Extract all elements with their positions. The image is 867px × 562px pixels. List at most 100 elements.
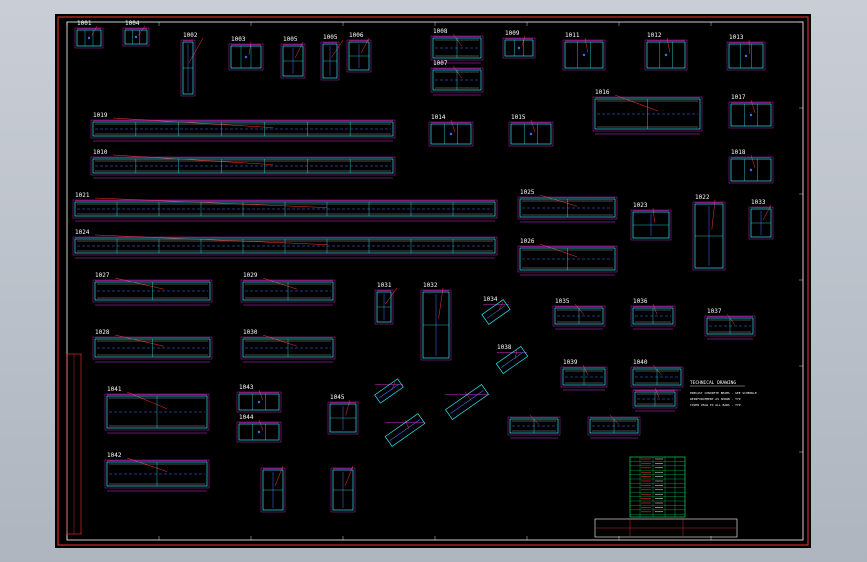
part-label: 1028: [95, 329, 110, 336]
member-dim-box: [240, 279, 336, 303]
part-36[interactable]: 1037: [704, 308, 756, 340]
rebar-dot: [744, 54, 748, 58]
part-18[interactable]: 1019: [90, 112, 396, 142]
part-label: 1018: [731, 149, 746, 156]
part-0[interactable]: 1001: [74, 20, 104, 49]
leader-line: [114, 334, 165, 347]
part-30[interactable]: 1030: [240, 329, 336, 363]
part-44[interactable]: 1045: [327, 394, 359, 435]
part-15[interactable]: 1016: [592, 89, 703, 135]
part-label: 1001: [77, 20, 92, 27]
part-28[interactable]: 1028: [92, 329, 213, 363]
note-line-1: PRECAST CONCRETE BEAMS - SEE SCHEDULE: [690, 391, 757, 395]
part-49[interactable]: [587, 414, 641, 439]
notes-block: TECHNICAL DRAWING PRECAST CONCRETE BEAMS…: [690, 380, 757, 407]
part-6[interactable]: 1006: [346, 32, 372, 73]
member-dim-box: [104, 459, 210, 489]
part-27[interactable]: 1027: [92, 272, 213, 306]
member-outline: [728, 43, 764, 69]
member-dim-box: [630, 366, 684, 388]
member-dim-box: [180, 39, 196, 97]
part-label: 1022: [695, 194, 710, 201]
rebar-dot: [87, 36, 91, 40]
leader-line: [94, 234, 328, 245]
part-5[interactable]: 1005: [320, 34, 344, 81]
part-52[interactable]: [330, 465, 356, 513]
part-19[interactable]: 1010: [90, 149, 396, 179]
member-dim-box: [122, 27, 150, 47]
rebar-dot: [449, 132, 453, 136]
leader-line: [262, 334, 298, 347]
part-34[interactable]: 1035: [552, 298, 606, 330]
leader-line: [126, 457, 168, 472]
part-9[interactable]: 1009: [502, 30, 536, 59]
member-dim-box: [346, 39, 372, 73]
part-20[interactable]: 1021: [72, 192, 498, 222]
member-dim-box: [592, 96, 703, 132]
part-26[interactable]: 1033: [748, 199, 774, 240]
part-41[interactable]: 1042: [104, 452, 210, 492]
part-31[interactable]: 1031: [374, 282, 398, 325]
part-label: 1025: [520, 189, 535, 196]
member-dim-box: [90, 119, 396, 139]
part-42[interactable]: 1043: [236, 384, 282, 413]
part-label: 1014: [431, 114, 446, 121]
part-14[interactable]: 1015: [508, 114, 554, 147]
part-21[interactable]: 1024: [72, 229, 498, 259]
part-43[interactable]: 1044: [236, 414, 282, 443]
member-dim-box: [74, 27, 104, 49]
member-dim-box: [236, 391, 282, 413]
part-50[interactable]: [632, 387, 678, 412]
leader-line: [521, 35, 526, 47]
part-40[interactable]: 1041: [104, 386, 210, 434]
diag-member: [384, 413, 426, 447]
part-2[interactable]: 1002: [180, 32, 204, 97]
part-35[interactable]: 1036: [630, 298, 676, 330]
part-13[interactable]: 1014: [428, 114, 474, 147]
part-29[interactable]: 1029: [240, 272, 336, 306]
member-dim-box: [374, 289, 394, 325]
part-23[interactable]: 1026: [517, 238, 618, 276]
part-39[interactable]: 1040: [630, 359, 684, 391]
member-outline: [76, 29, 102, 47]
part-label: 1005: [323, 34, 338, 41]
member-outline: [430, 123, 472, 145]
member-outline: [510, 123, 552, 145]
part-45[interactable]: [374, 378, 404, 404]
part-12[interactable]: 1013: [726, 34, 766, 71]
part-47[interactable]: [445, 383, 489, 421]
member-dim-box: [562, 39, 606, 71]
member-dim-box: [228, 43, 264, 71]
part-label: 1003: [231, 36, 246, 43]
member-outline: [230, 45, 262, 69]
part-1[interactable]: 1004: [122, 20, 150, 47]
part-37[interactable]: 1038: [495, 344, 529, 375]
part-25[interactable]: 1022: [692, 194, 726, 271]
part-24[interactable]: 1023: [630, 202, 672, 241]
part-48[interactable]: [507, 414, 561, 439]
part-38[interactable]: 1039: [560, 359, 608, 391]
member-outline: [504, 39, 534, 57]
part-3[interactable]: 1003: [228, 36, 264, 71]
member-dim-box: [92, 279, 213, 303]
part-7[interactable]: 1008: [430, 28, 484, 64]
part-22[interactable]: 1025: [517, 189, 618, 223]
part-8[interactable]: 1007: [430, 60, 484, 96]
part-11[interactable]: 1012: [644, 32, 688, 71]
part-33[interactable]: 1034: [481, 296, 511, 325]
title-block: [594, 518, 738, 538]
part-32[interactable]: 1032: [420, 282, 452, 361]
part-16[interactable]: 1017: [728, 94, 774, 129]
part-label: 1039: [563, 359, 578, 366]
member-dim-box: [726, 41, 766, 71]
part-4[interactable]: 1005: [280, 36, 306, 79]
part-46[interactable]: [384, 413, 426, 447]
part-label: 1021: [75, 192, 90, 199]
part-17[interactable]: 1018: [728, 149, 774, 184]
part-51[interactable]: [260, 465, 286, 513]
part-10[interactable]: 1011: [562, 32, 606, 71]
part-label: 1035: [555, 298, 570, 305]
